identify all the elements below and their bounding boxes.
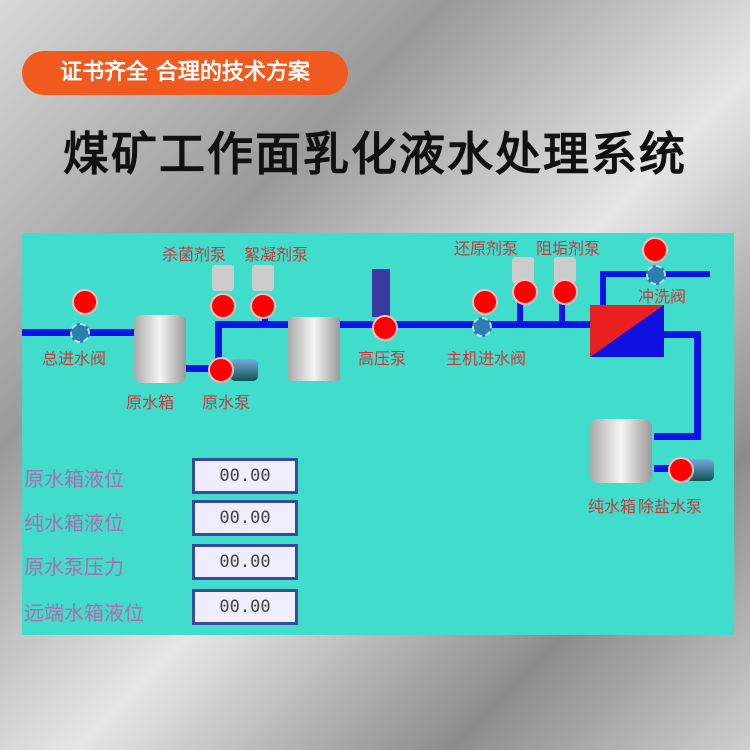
desalt-pump-label: 除盐水泵 [638, 497, 703, 516]
main-inlet-valve[interactable] [70, 323, 90, 343]
page-title: 煤矿工作面乳化液水处理系统 [63, 127, 687, 181]
raw-pump-label: 原水泵 [202, 393, 251, 412]
status-indicator [250, 293, 276, 319]
status-indicator [72, 289, 98, 315]
filter-unit [288, 317, 340, 381]
status-indicator [642, 237, 668, 263]
high-pressure-pump-label: 高压泵 [358, 349, 407, 368]
readout-label: 远端水箱液位 [24, 601, 144, 625]
high-pressure-pump[interactable] [372, 269, 390, 317]
status-indicator [552, 279, 578, 305]
pipe [664, 331, 700, 338]
ro-host-unit[interactable] [590, 305, 664, 357]
status-indicator [512, 279, 538, 305]
pure-tank-label: 纯水箱 [588, 497, 637, 516]
status-indicator [472, 289, 498, 315]
pipe [559, 303, 565, 325]
status-indicator [210, 293, 236, 319]
raw-tank-label: 原水箱 [126, 393, 175, 412]
pipe [694, 331, 701, 439]
pipe [600, 271, 606, 307]
readout-label: 纯水箱液位 [24, 511, 124, 535]
sterilant-pump-label: 杀菌剂泵 [162, 245, 227, 264]
antiscalant-dosing-pump[interactable] [554, 257, 576, 283]
main-inlet-valve-label: 总进水阀 [42, 349, 107, 368]
pipe [182, 365, 222, 372]
remote-tank-level-field: 00.00 [192, 589, 298, 625]
status-indicator [208, 357, 234, 383]
flush-valve-label: 冲洗阀 [638, 287, 687, 306]
host-inlet-valve-label: 主机进水阀 [446, 349, 527, 368]
readout-label: 原水泵压力 [24, 555, 124, 579]
pipe [215, 321, 595, 328]
pipe [654, 433, 701, 440]
pure-water-tank[interactable] [590, 419, 652, 483]
raw-pump-pressure-field: 00.00 [192, 544, 298, 580]
antiscalant-pump-label: 阻垢剂泵 [536, 239, 601, 258]
pure-tank-level-field: 00.00 [192, 500, 298, 536]
reductant-dosing-pump[interactable] [512, 257, 534, 283]
promo-badge: 证书齐全 合理的技术方案 [22, 51, 348, 95]
scada-panel: 总进水阀 原水箱 原水泵 杀菌剂泵 絮凝剂泵 高压泵 主机进水阀 还原剂泵 阻垢… [22, 233, 734, 635]
status-indicator [372, 315, 398, 341]
flush-valve[interactable] [646, 265, 666, 285]
raw-water-tank[interactable] [134, 315, 186, 383]
sterilant-dosing-pump[interactable] [212, 265, 234, 291]
host-inlet-valve[interactable] [472, 317, 492, 337]
raw-water-pump[interactable] [230, 359, 258, 381]
reductant-pump-label: 还原剂泵 [454, 239, 519, 258]
flocculant-pump-label: 絮凝剂泵 [244, 245, 309, 264]
readout-label: 原水箱液位 [24, 467, 124, 491]
pipe [215, 321, 222, 371]
flocculant-dosing-pump[interactable] [252, 265, 274, 291]
raw-tank-level-field: 00.00 [192, 458, 298, 494]
pipe [517, 303, 523, 325]
status-indicator [668, 457, 694, 483]
